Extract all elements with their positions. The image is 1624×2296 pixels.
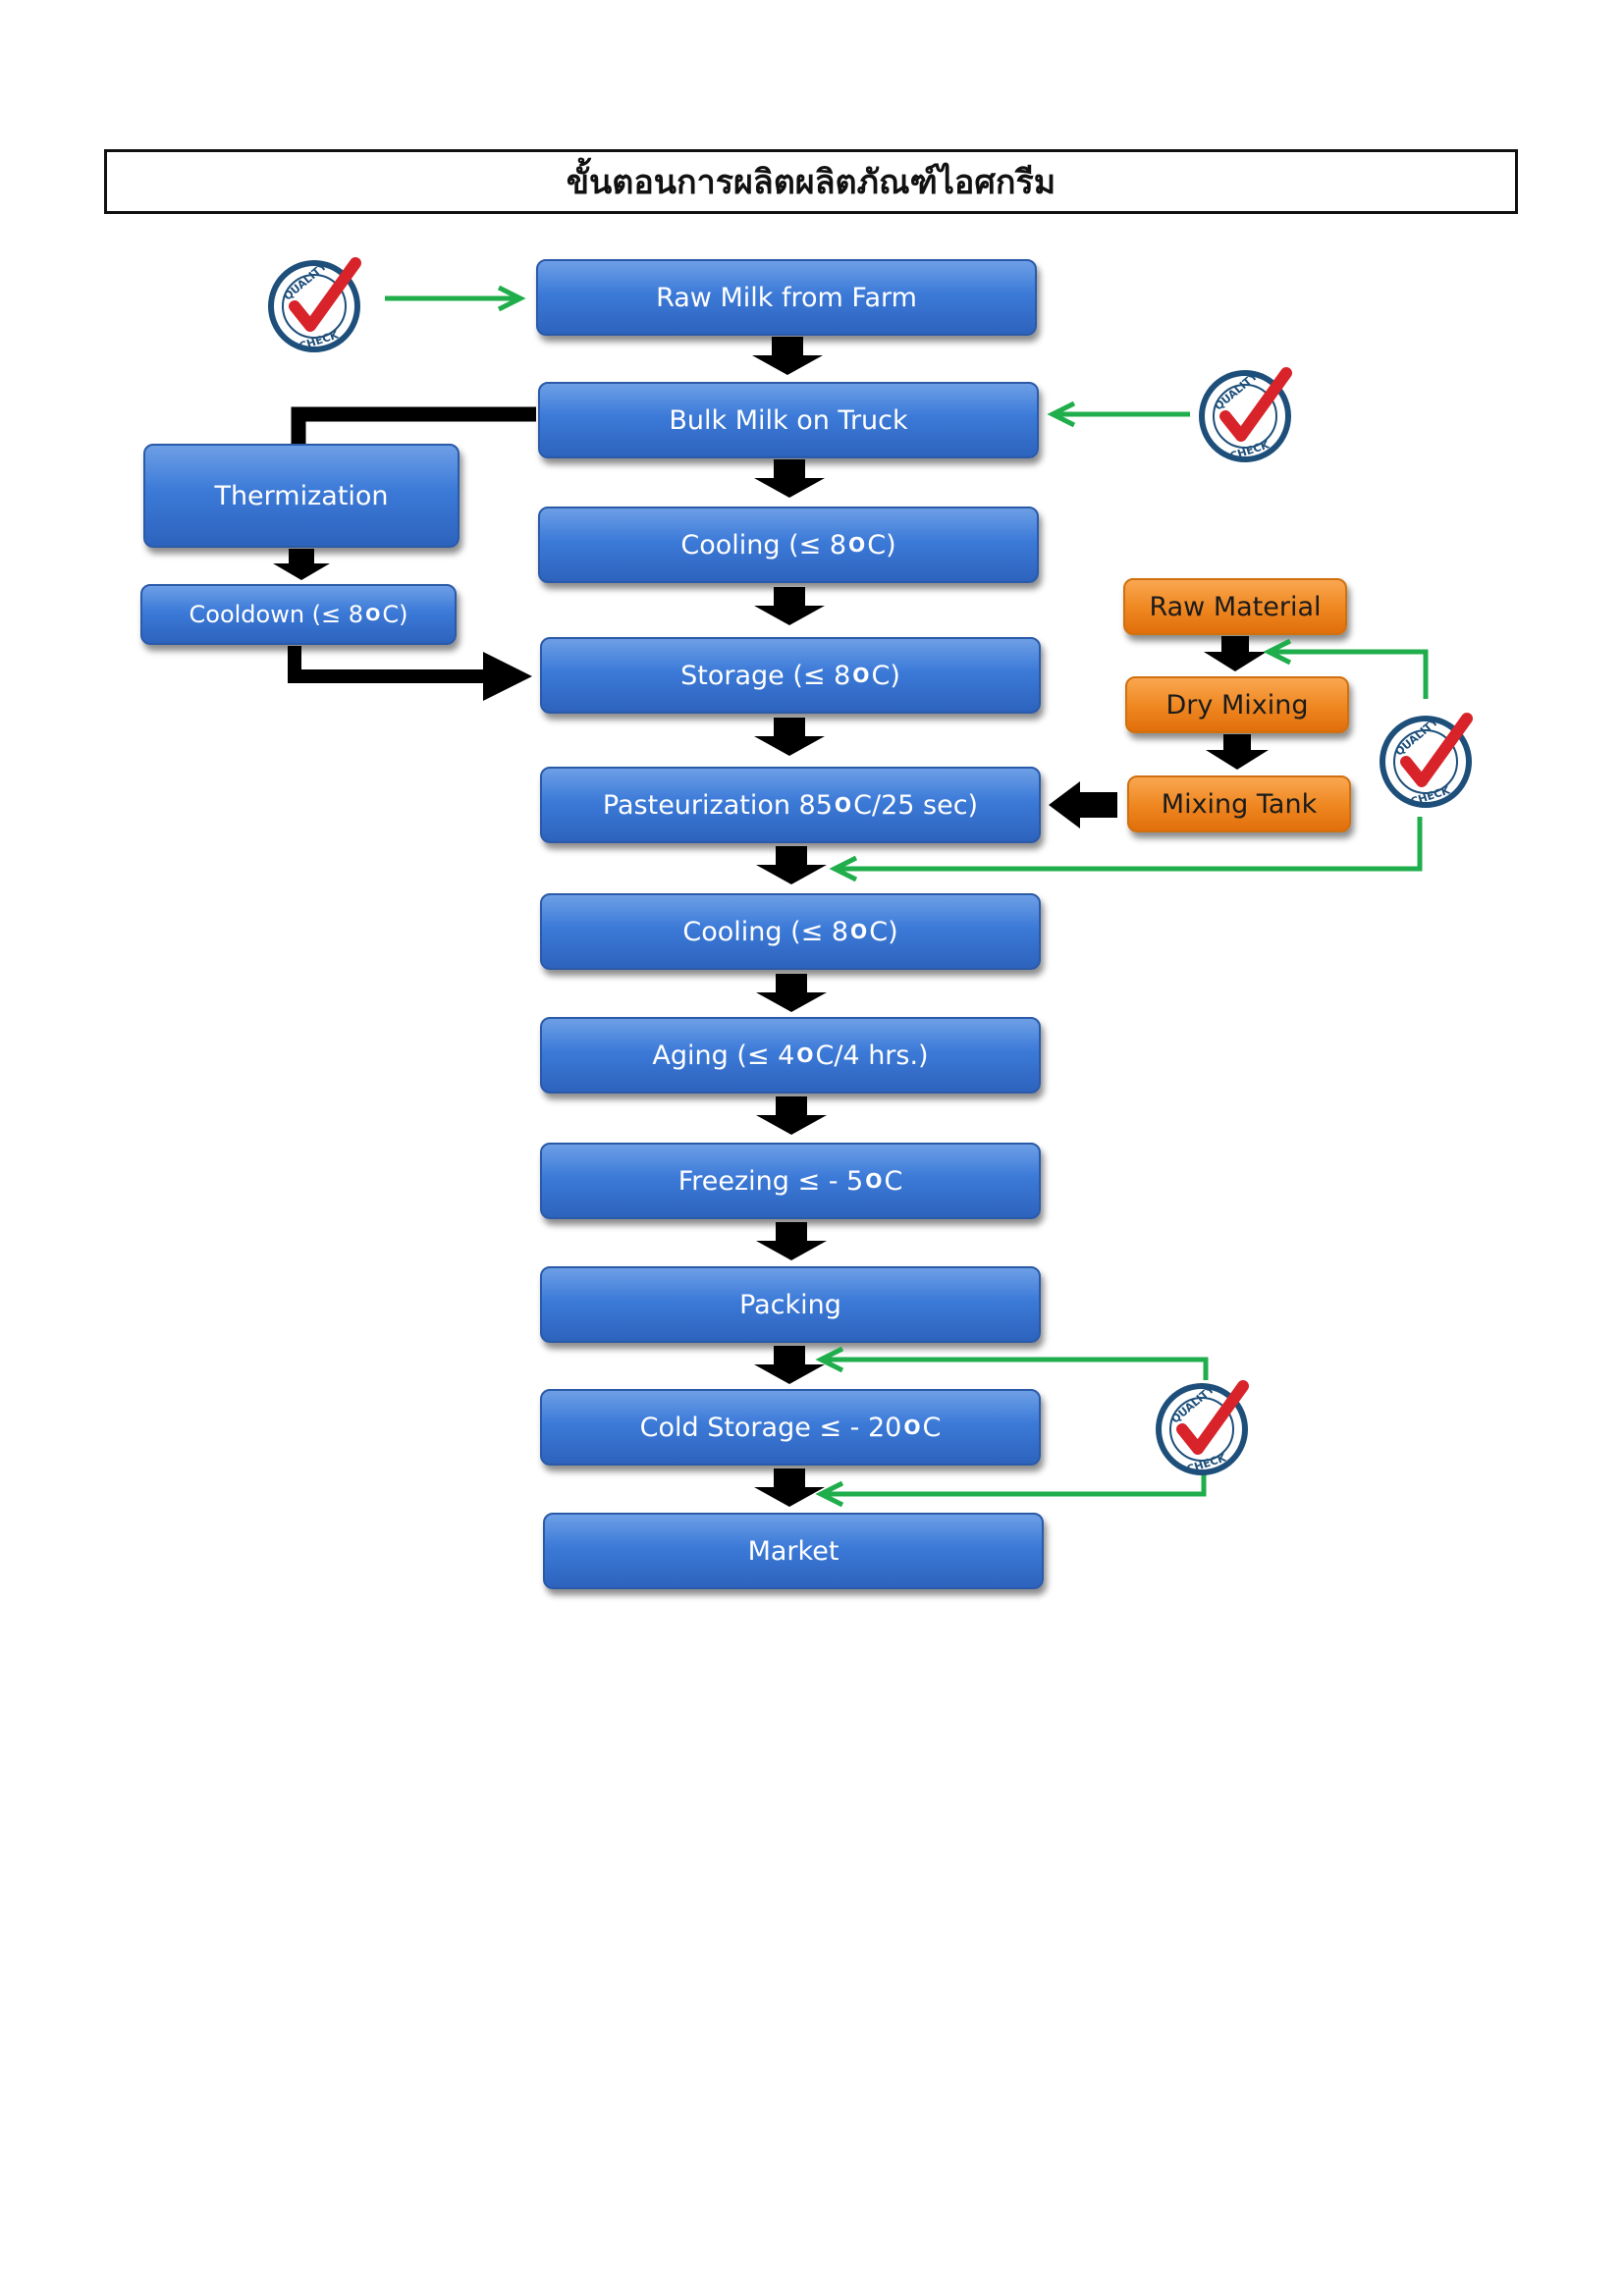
step-label: Freezing ≤ - 5 xyxy=(677,1165,864,1197)
checkmark-icon xyxy=(289,257,361,332)
degree-mark: O xyxy=(848,533,866,557)
step-label: Pasteurization 85 xyxy=(602,789,833,821)
branch-line xyxy=(291,406,536,444)
step-label: C/4 hrs.) xyxy=(815,1040,929,1071)
step-label: Cooldown (≤ 8 xyxy=(189,601,364,628)
ingredient-dry-mixing: Dry Mixing xyxy=(1125,676,1349,733)
ingredient-mixing-tank: Mixing Tank xyxy=(1127,775,1351,832)
degree-mark: O xyxy=(850,920,868,943)
checkmark-icon xyxy=(1176,1380,1249,1455)
quality-check-badge: QUALITY CHECK xyxy=(268,257,361,353)
step-label: Bulk Milk on Truck xyxy=(669,404,908,436)
step-label: Aging (≤ 4 xyxy=(652,1040,795,1071)
step-label: Raw Milk from Farm xyxy=(656,282,917,313)
step-label: Thermization xyxy=(214,480,389,511)
badge-inner-ring-icon xyxy=(1213,384,1277,449)
down-arrow xyxy=(1204,636,1267,671)
ingredient-label: Dry Mixing xyxy=(1165,689,1309,721)
elbow-arrow xyxy=(288,646,532,701)
step-label: C xyxy=(884,1165,903,1197)
down-arrow xyxy=(756,1222,827,1260)
down-arrow xyxy=(754,1346,825,1384)
degree-mark: O xyxy=(796,1043,814,1067)
step-label: C) xyxy=(869,916,898,947)
degree-mark: O xyxy=(903,1415,921,1439)
degree-mark: O xyxy=(834,793,852,817)
quality-check-badge: QUALITY CHECK xyxy=(1156,1380,1249,1476)
left-arrow xyxy=(1049,781,1117,828)
step-label: C/25 sec) xyxy=(853,789,979,821)
down-arrow xyxy=(754,587,825,625)
step-label: Cooling (≤ 8 xyxy=(680,529,847,561)
checkmark-icon xyxy=(1400,713,1473,787)
down-arrow xyxy=(756,846,827,884)
degree-mark: O xyxy=(865,1169,883,1193)
degree-mark: O xyxy=(852,664,870,687)
step-label: Storage (≤ 8 xyxy=(680,660,851,691)
down-arrow xyxy=(1206,734,1269,770)
ingredient-raw-material: Raw Material xyxy=(1123,578,1347,635)
quality-check-badge: QUALITY CHECK xyxy=(1199,367,1292,463)
step-label: Market xyxy=(747,1535,839,1567)
badge-inner-ring-icon xyxy=(282,274,347,339)
down-arrow xyxy=(752,337,823,375)
down-arrow xyxy=(756,1096,827,1135)
step-label: Packing xyxy=(739,1289,841,1320)
black-arrows xyxy=(273,337,1269,1507)
badge-inner-ring-icon xyxy=(1393,729,1458,794)
step-packing: Packing xyxy=(540,1266,1041,1343)
step-label: Cooling (≤ 8 xyxy=(682,916,849,947)
step-raw-milk: Raw Milk from Farm xyxy=(536,259,1037,336)
title-box: ขั้นตอนการผลิตผลิตภัณฑ์ไอศกรีม xyxy=(104,149,1518,214)
quality-check-badge: QUALITY CHECK xyxy=(1380,713,1473,809)
checkmark-icon xyxy=(1219,367,1292,442)
down-arrow xyxy=(754,1468,825,1507)
step-label: Cold Storage ≤ - 20 xyxy=(639,1412,902,1443)
down-arrow xyxy=(756,974,827,1012)
ingredient-label: Raw Material xyxy=(1149,591,1322,622)
page-title: ขั้นตอนการผลิตผลิตภัณฑ์ไอศกรีม xyxy=(566,163,1056,202)
step-thermization: Thermization xyxy=(143,444,460,548)
step-bulk-milk: Bulk Milk on Truck xyxy=(538,382,1039,458)
step-label: C) xyxy=(871,660,900,691)
ingredient-label: Mixing Tank xyxy=(1161,788,1318,820)
down-arrow xyxy=(754,718,825,756)
step-label: C xyxy=(922,1412,942,1443)
badge-inner-ring-icon xyxy=(1169,1397,1234,1462)
step-label: C) xyxy=(382,601,408,628)
green-arrows xyxy=(385,285,1429,1508)
step-market: Market xyxy=(543,1513,1044,1589)
down-arrow xyxy=(273,549,330,580)
down-arrow xyxy=(754,459,825,498)
step-label: C) xyxy=(867,529,896,561)
degree-mark: O xyxy=(365,604,381,625)
